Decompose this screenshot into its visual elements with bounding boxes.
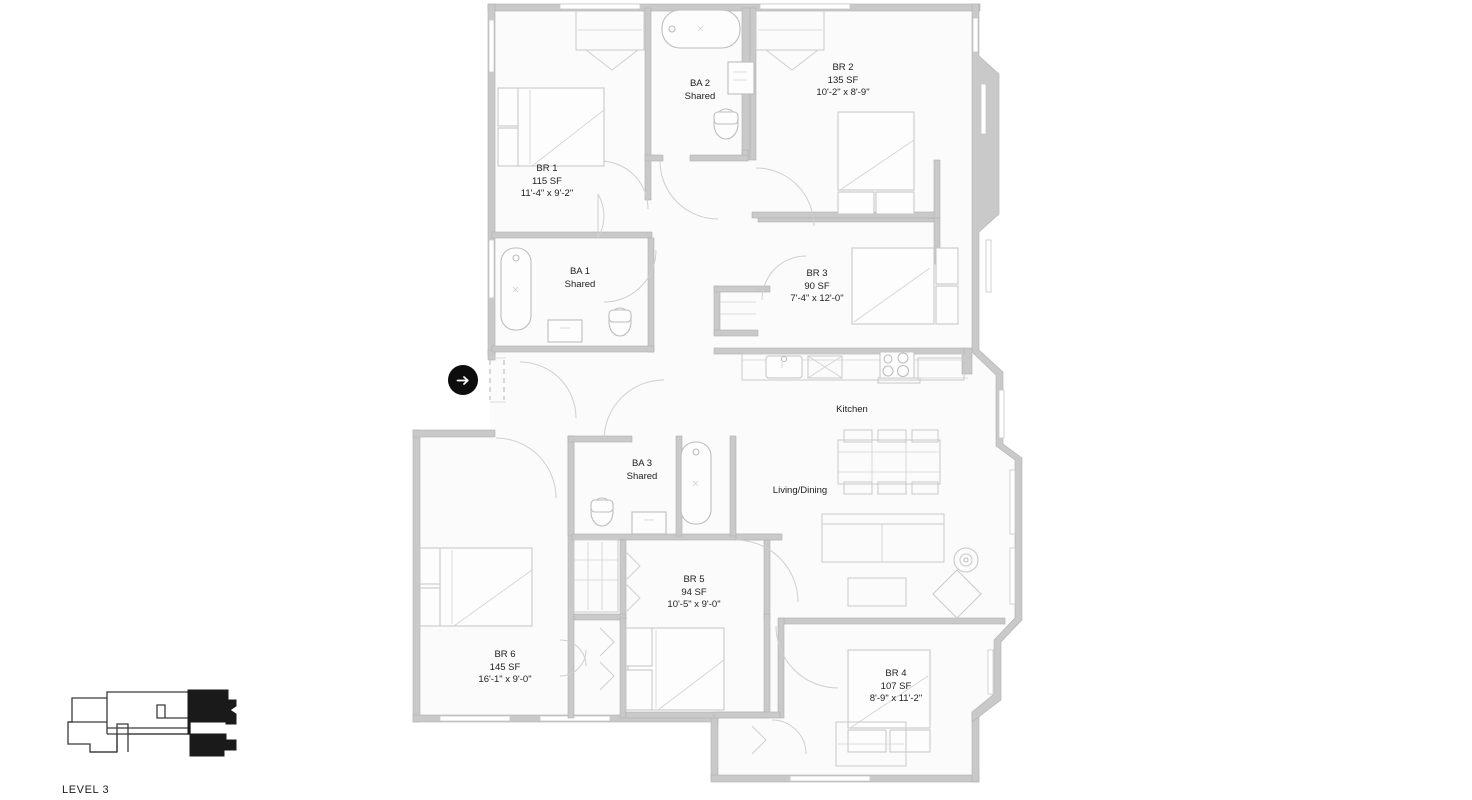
misc-detail bbox=[574, 289, 756, 581]
area-label-living-dining: Living/Dining bbox=[772, 485, 828, 496]
entry-door bbox=[489, 357, 506, 403]
arrow-right-icon bbox=[456, 375, 469, 385]
key-plan-highlight bbox=[187, 689, 237, 757]
beds bbox=[419, 87, 959, 753]
closets-upper bbox=[575, 9, 825, 71]
bath1-fixtures bbox=[500, 247, 632, 343]
bath2-fixtures bbox=[661, 9, 755, 140]
living-dining-furniture bbox=[821, 429, 982, 619]
door-swings bbox=[495, 160, 839, 755]
bath3-fixtures bbox=[590, 441, 712, 535]
windows bbox=[439, 3, 1016, 782]
kitchen-fixtures bbox=[741, 351, 968, 384]
key-plan-diagram bbox=[67, 689, 237, 757]
level-label: LEVEL 3 bbox=[62, 784, 110, 796]
closets-lower bbox=[573, 539, 907, 767]
interior-walls-lower bbox=[567, 435, 1006, 719]
key-plan[interactable] bbox=[60, 678, 270, 793]
area-label-kitchen: Kitchen bbox=[836, 404, 868, 415]
entry-arrow-marker[interactable] bbox=[448, 365, 478, 395]
